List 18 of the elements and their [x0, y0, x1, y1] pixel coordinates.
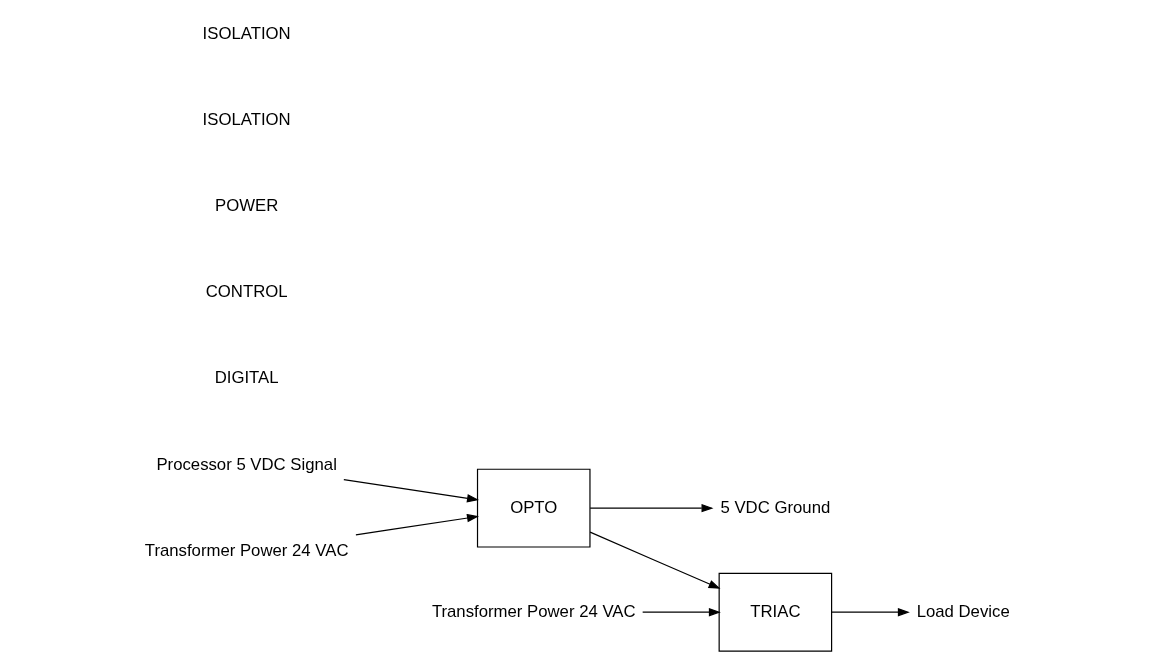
node-text: 5 VDC Ground [720, 497, 831, 517]
node-text: Load Device [916, 601, 1010, 621]
arrow [589, 531, 721, 589]
label: ISOLATION [202, 23, 291, 43]
node-text: Processor 5 VDC Signal [156, 454, 337, 474]
arrow [355, 513, 479, 536]
arrow [589, 503, 714, 513]
label: CONTROL [205, 282, 288, 302]
arrow [831, 608, 910, 617]
node-text: Transformer Power 24 VAC [431, 601, 636, 621]
label: ISOLATION [202, 109, 291, 129]
arrow [343, 479, 479, 503]
node-box: TRIAC [718, 572, 833, 652]
node-text: Transformer Power 24 VAC [144, 540, 349, 560]
node-box: OPTO [476, 468, 591, 548]
arrow [642, 608, 721, 617]
label: DIGITAL [214, 368, 279, 388]
label: POWER [215, 196, 279, 216]
